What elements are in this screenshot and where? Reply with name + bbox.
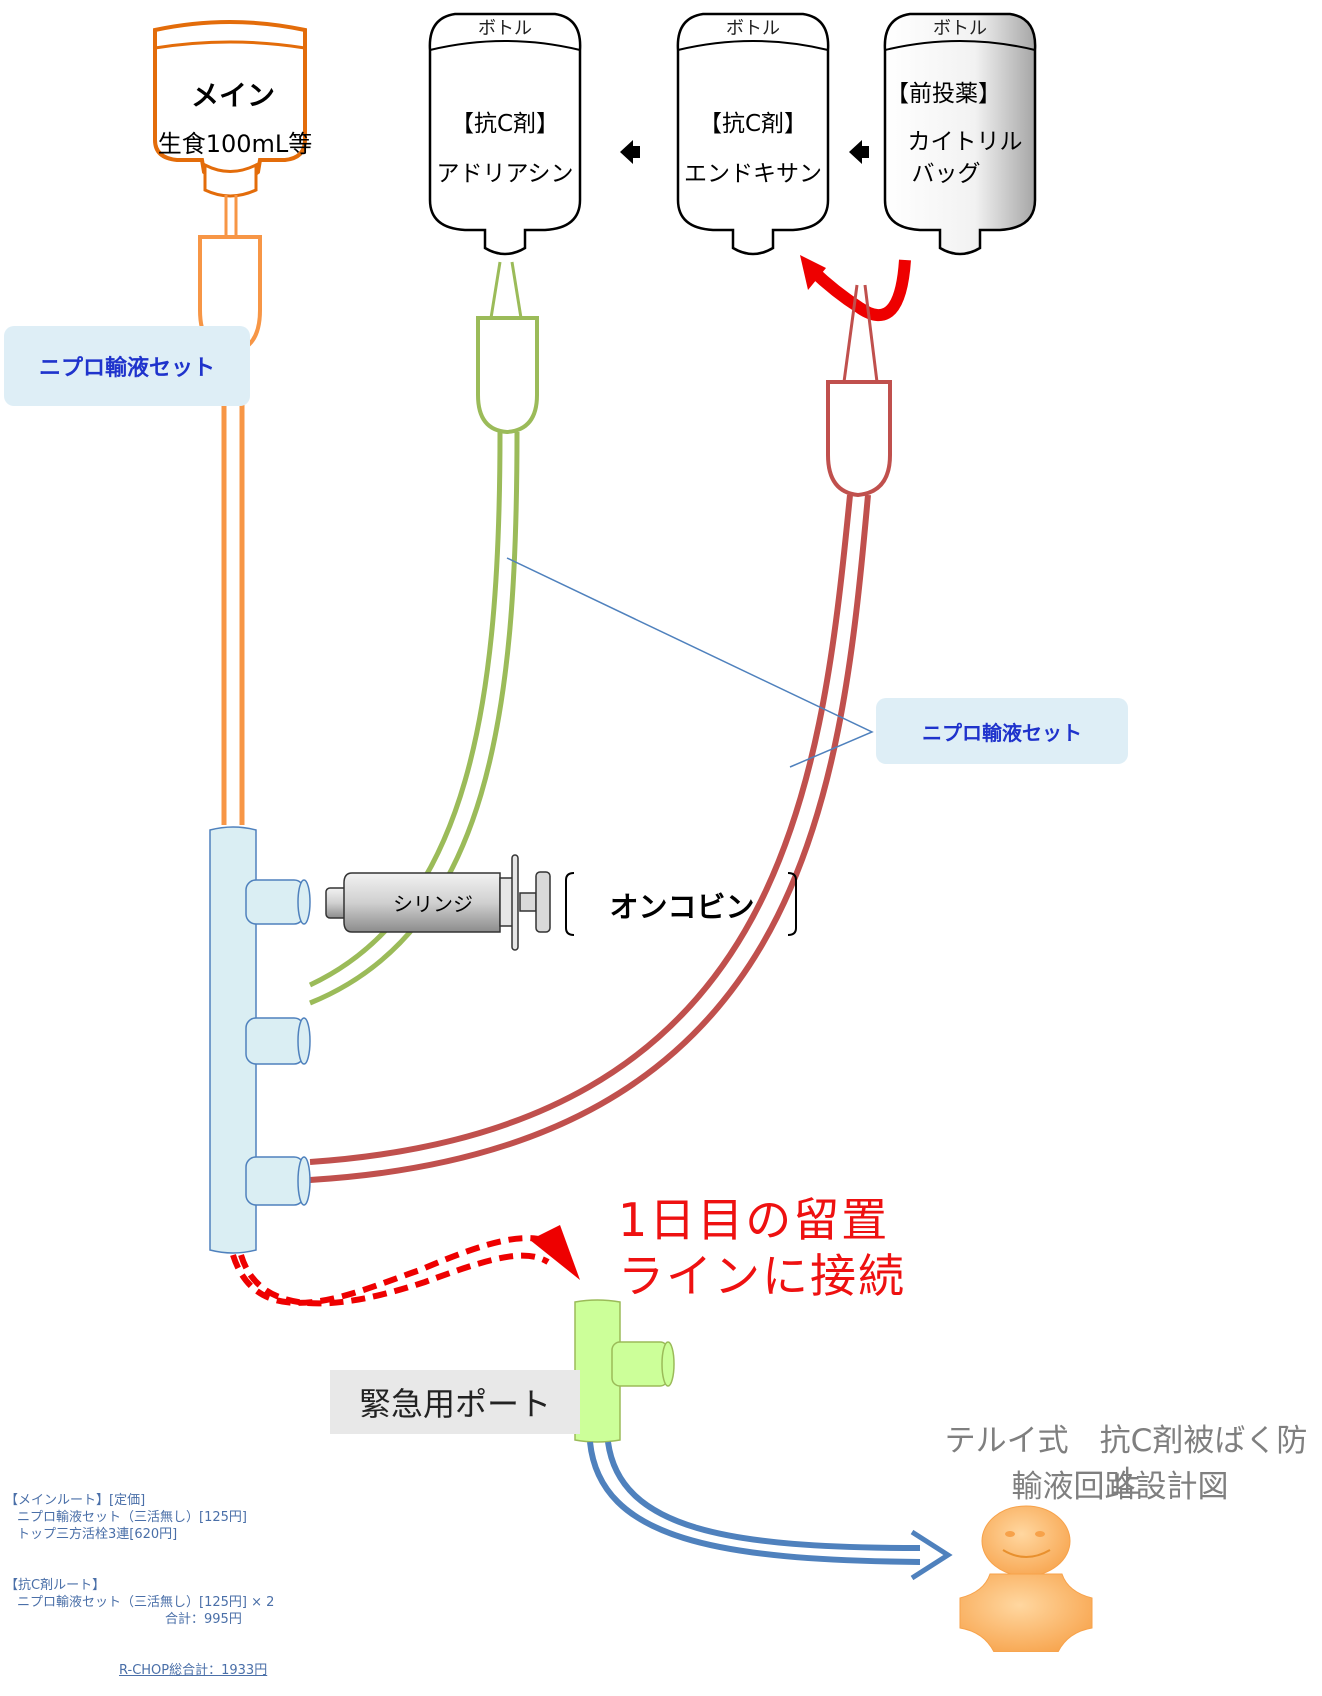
cost-notes: 【メインルート】[定価] ニプロ輸液セット（三活無し）[125円] トップ三方活栓3… xyxy=(5,1475,274,1696)
connect-arrow-head xyxy=(530,1225,580,1280)
left-arrow-icon xyxy=(849,140,869,164)
cost-chemo-item: ニプロ輸液セット（三活無し）[125円] × 2 xyxy=(17,1595,275,1610)
bottle-kytril-name: カイトリル xyxy=(907,129,1023,155)
adriacin-drip-chamber xyxy=(476,261,539,435)
stopcock-manifold xyxy=(209,826,311,1254)
caption-line1: テルイ式 抗C剤被ばく防止 xyxy=(944,1423,1308,1501)
infusion-circuit-diagram xyxy=(153,12,1093,1652)
endoxan-drip-chamber xyxy=(826,284,892,498)
switch-arrow-head xyxy=(800,255,826,290)
left-arrow-icon xyxy=(620,140,640,164)
callout-line xyxy=(506,557,874,768)
main-bag xyxy=(153,20,307,198)
nipro-set-label-chemo: ニプロ輸液セット xyxy=(876,698,1128,764)
bottle-adriacin-name: アドリアシン xyxy=(436,161,574,187)
oncovin-bracket-right xyxy=(787,872,797,936)
emergency-port-connector xyxy=(574,1299,675,1443)
main-bag-subtitle: 生食100mL等 xyxy=(157,130,313,158)
endoxan-tube xyxy=(309,494,871,1183)
bottle-kytril-form: バッグ xyxy=(911,161,981,187)
syringe xyxy=(325,854,551,951)
cost-chemo-total: 合計：995円 xyxy=(165,1612,242,1627)
bottle-kytril xyxy=(883,12,1037,256)
bottle-cap-label: ボトル xyxy=(726,18,780,39)
patient-figure xyxy=(959,1505,1093,1652)
bottle-endoxan xyxy=(676,12,830,256)
bottle-adriacin-class: 【抗C剤】 xyxy=(450,111,560,137)
nipro-set-label-main: ニプロ輸液セット xyxy=(4,326,250,406)
oncovin-bracket-left xyxy=(565,872,575,936)
cost-main-header: 【メインルート】[定価] xyxy=(5,1493,146,1508)
bottle-cap-label: ボトル xyxy=(933,18,987,39)
adriacin-tube xyxy=(308,431,520,1006)
connect-dashed-arrow xyxy=(230,1235,557,1306)
connect-title-line2: ラインに接続 xyxy=(618,1249,906,1303)
patient-tube xyxy=(587,1441,953,1581)
cost-main-item: ニプロ輸液セット（三活無し）[125円] xyxy=(17,1510,247,1525)
bottle-adriacin xyxy=(428,12,582,256)
cost-chemo-header: 【抗C剤ルート】 xyxy=(5,1578,106,1593)
syringe-label: シリンジ xyxy=(393,892,473,916)
bottle-kytril-class: 【前投薬】 xyxy=(886,81,1001,107)
connect-title-line1: 1日目の留置 xyxy=(618,1193,890,1247)
bottle-cap-label: ボトル xyxy=(478,18,532,39)
cost-grand-total: R-CHOP総合計：1933円 xyxy=(119,1663,268,1678)
switch-arrow-icon xyxy=(807,259,911,322)
main-tube xyxy=(221,352,245,825)
cost-main-item: トップ三方活栓3連[620円] xyxy=(17,1527,178,1542)
emergency-port-label: 緊急用ポート xyxy=(330,1370,580,1434)
caption-line2: 輸液回路設計図 xyxy=(1011,1469,1229,1505)
connect-dashed-arrow xyxy=(238,1252,550,1307)
main-bag-title: メイン xyxy=(190,79,275,112)
bottle-endoxan-class: 【抗C剤】 xyxy=(698,111,808,137)
bottle-endoxan-name: エンドキサン xyxy=(684,161,822,187)
oncovin-label: オンコビン xyxy=(609,890,755,924)
